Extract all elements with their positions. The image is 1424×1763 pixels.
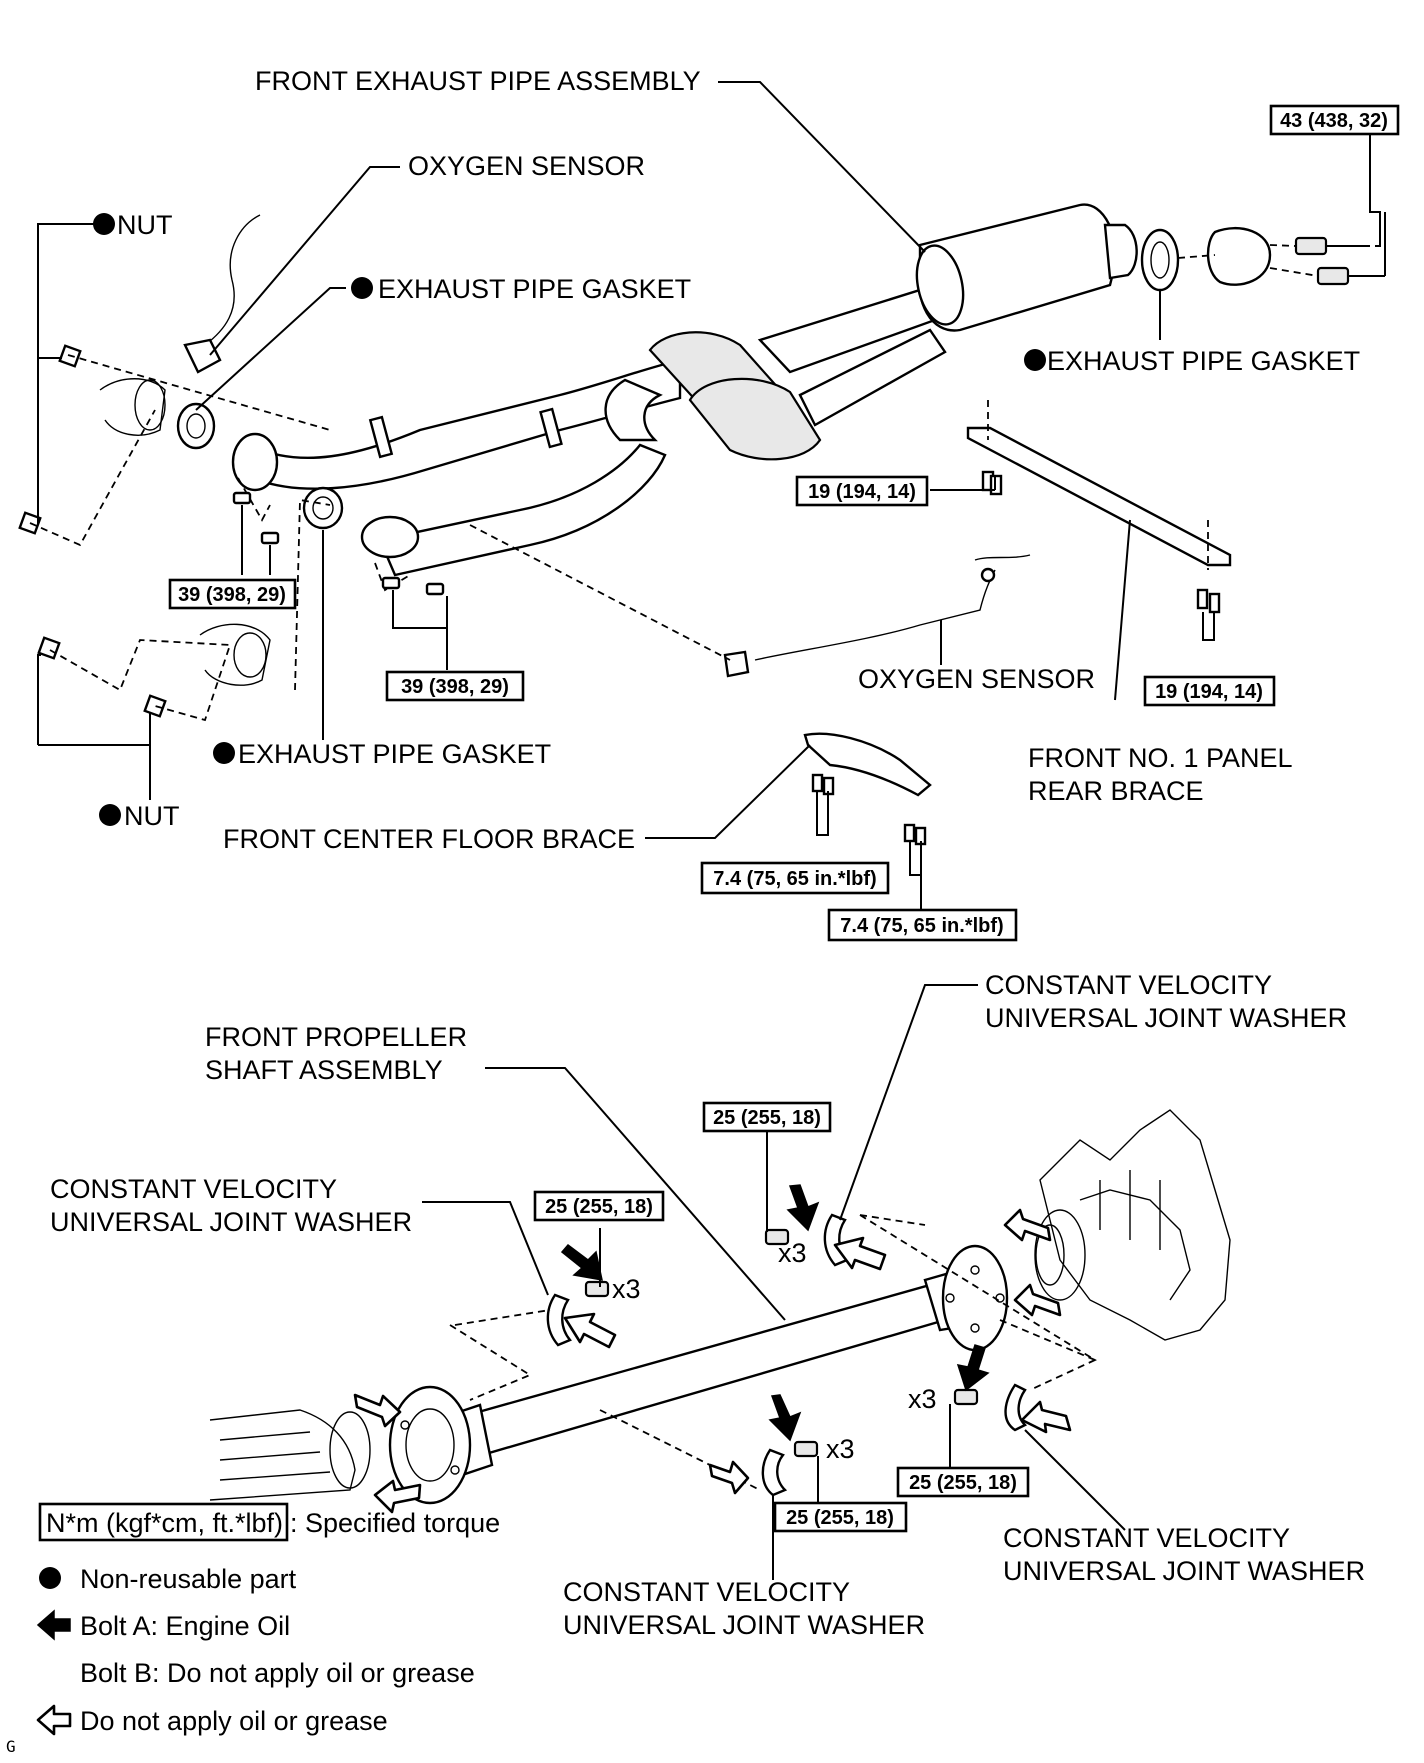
- label-front-propeller-shaft-2: SHAFT ASSEMBLY: [205, 1055, 443, 1085]
- torque-7-4-upper: 7.4 (75, 65 in.*lbf): [713, 868, 876, 890]
- rear-flange-bolts: [1206, 227, 1385, 286]
- torque-43: 43 (438, 32): [1280, 110, 1388, 132]
- torque-19-lower: 19 (194, 14): [1155, 681, 1263, 703]
- front-no1-panel-rear-brace: [966, 400, 1232, 614]
- legend-unit-desc: : Specified torque: [290, 1508, 500, 1538]
- oxygen-sensor-bottom-part: [723, 554, 1031, 678]
- label-exhaust-pipe-gasket-bottom: EXHAUST PIPE GASKET: [238, 739, 551, 769]
- label-cv-washer-l-2: UNIVERSAL JOINT WASHER: [50, 1207, 412, 1237]
- label-cv-washer-br-2: UNIVERSAL JOINT WASHER: [1003, 1556, 1365, 1586]
- label-front-no1-panel-1: FRONT NO. 1 PANEL: [1028, 743, 1293, 773]
- alignment-lines-shaft: [449, 1214, 1097, 1491]
- alignment-lines-exhaust: [29, 244, 1319, 722]
- torque-39-left: 39 (398, 29): [178, 584, 286, 606]
- legend-unit-box: [38, 1502, 289, 1542]
- torque-7-4-lower: 7.4 (75, 65 in.*lbf): [840, 915, 1003, 937]
- legend-bolt-b: Bolt B: Do not apply oil or grease: [80, 1658, 475, 1688]
- multiplier-x3: x3: [612, 1274, 641, 1304]
- label-exhaust-pipe-gasket-left: EXHAUST PIPE GASKET: [378, 274, 691, 304]
- front-propeller-shaft-part: [388, 1244, 1009, 1505]
- cv-bolts: [584, 1228, 979, 1458]
- nut-parts: [18, 344, 167, 718]
- multiplier-x3: x3: [908, 1384, 937, 1414]
- legend-no-oil: Do not apply oil or grease: [80, 1706, 388, 1736]
- torque-25-left: 25 (255, 18): [545, 1196, 653, 1218]
- label-oxygen-sensor-bottom: OXYGEN SENSOR: [858, 664, 1095, 694]
- legend: N*m (kgf*cm, ft.*lbf) : Specified torque…: [6, 1502, 500, 1756]
- labels: FRONT EXHAUST PIPE ASSEMBLY OXYGEN SENSO…: [50, 66, 1365, 1640]
- front-center-floor-brace: [803, 732, 932, 846]
- label-oxygen-sensor-top: OXYGEN SENSOR: [408, 151, 645, 181]
- label-cv-washer-l-1: CONSTANT VELOCITY: [50, 1174, 337, 1204]
- label-exhaust-pipe-gasket-right: EXHAUST PIPE GASKET: [1047, 346, 1360, 376]
- leader-lines-exhaust: [37, 81, 1386, 910]
- oxygen-sensor-top-part: [183, 214, 261, 374]
- front-exhaust-pipe-assembly: [231, 203, 1138, 577]
- torque-25-bottom: 25 (255, 18): [786, 1507, 894, 1529]
- no-oil-arrows: [353, 1208, 1072, 1514]
- label-cv-washer-br-1: CONSTANT VELOCITY: [1003, 1523, 1290, 1553]
- legend-bolt-a: Bolt A: Engine Oil: [80, 1611, 290, 1641]
- non-reusable-mark: [1024, 349, 1046, 371]
- torque-25-right: 25 (255, 18): [909, 1472, 1017, 1494]
- legend-non-reusable: Non-reusable part: [80, 1564, 297, 1594]
- front-differential: [209, 1409, 371, 1501]
- multipliers: x3 x3 x3 x3: [612, 1238, 937, 1464]
- non-reusable-mark: [93, 213, 115, 235]
- non-reusable-mark: [213, 742, 235, 764]
- non-reusable-mark: [99, 804, 121, 826]
- torque-25-top: 25 (255, 18): [713, 1107, 821, 1129]
- label-nut-top: NUT: [117, 210, 173, 240]
- exhaust-pipe-gaskets: [176, 228, 1180, 530]
- label-cv-washer-bc-2: UNIVERSAL JOINT WASHER: [563, 1610, 925, 1640]
- flange-bolts-exhaust: [232, 491, 445, 596]
- leader-lines-shaft: [422, 984, 1126, 1580]
- torque-39-center: 39 (398, 29): [401, 676, 509, 698]
- label-front-center-floor-brace: FRONT CENTER FLOOR BRACE: [223, 824, 635, 854]
- manifold-stub-lower: [199, 623, 271, 686]
- multiplier-x3: x3: [778, 1238, 807, 1268]
- bolt-a-arrows: [560, 1184, 990, 1442]
- torque-boxes: 43 (438, 32) 19 (194, 14) 19 (194, 14) 3…: [168, 104, 1400, 1533]
- label-nut-bottom: NUT: [124, 801, 180, 831]
- corner-mark: G: [6, 1737, 16, 1756]
- transfer-case: [1034, 1109, 1231, 1341]
- legend-solid-arrow-icon: [36, 1609, 71, 1641]
- legend-hollow-arrow-icon: [36, 1704, 72, 1736]
- legend-dot-icon: [39, 1567, 61, 1589]
- label-front-no1-panel-2: REAR BRACE: [1028, 776, 1204, 806]
- torque-19-upper: 19 (194, 14): [808, 481, 916, 503]
- manifold-stub-upper: [99, 378, 166, 436]
- label-cv-washer-tr-1: CONSTANT VELOCITY: [985, 970, 1272, 1000]
- multiplier-x3: x3: [826, 1434, 855, 1464]
- label-front-exhaust-pipe-assembly: FRONT EXHAUST PIPE ASSEMBLY: [255, 66, 701, 96]
- label-cv-washer-bc-1: CONSTANT VELOCITY: [563, 1577, 850, 1607]
- legend-unit-text: N*m (kgf*cm, ft.*lbf): [46, 1508, 283, 1538]
- label-cv-washer-tr-2: UNIVERSAL JOINT WASHER: [985, 1003, 1347, 1033]
- label-front-propeller-shaft-1: FRONT PROPELLER: [205, 1022, 467, 1052]
- non-reusable-mark: [351, 277, 373, 299]
